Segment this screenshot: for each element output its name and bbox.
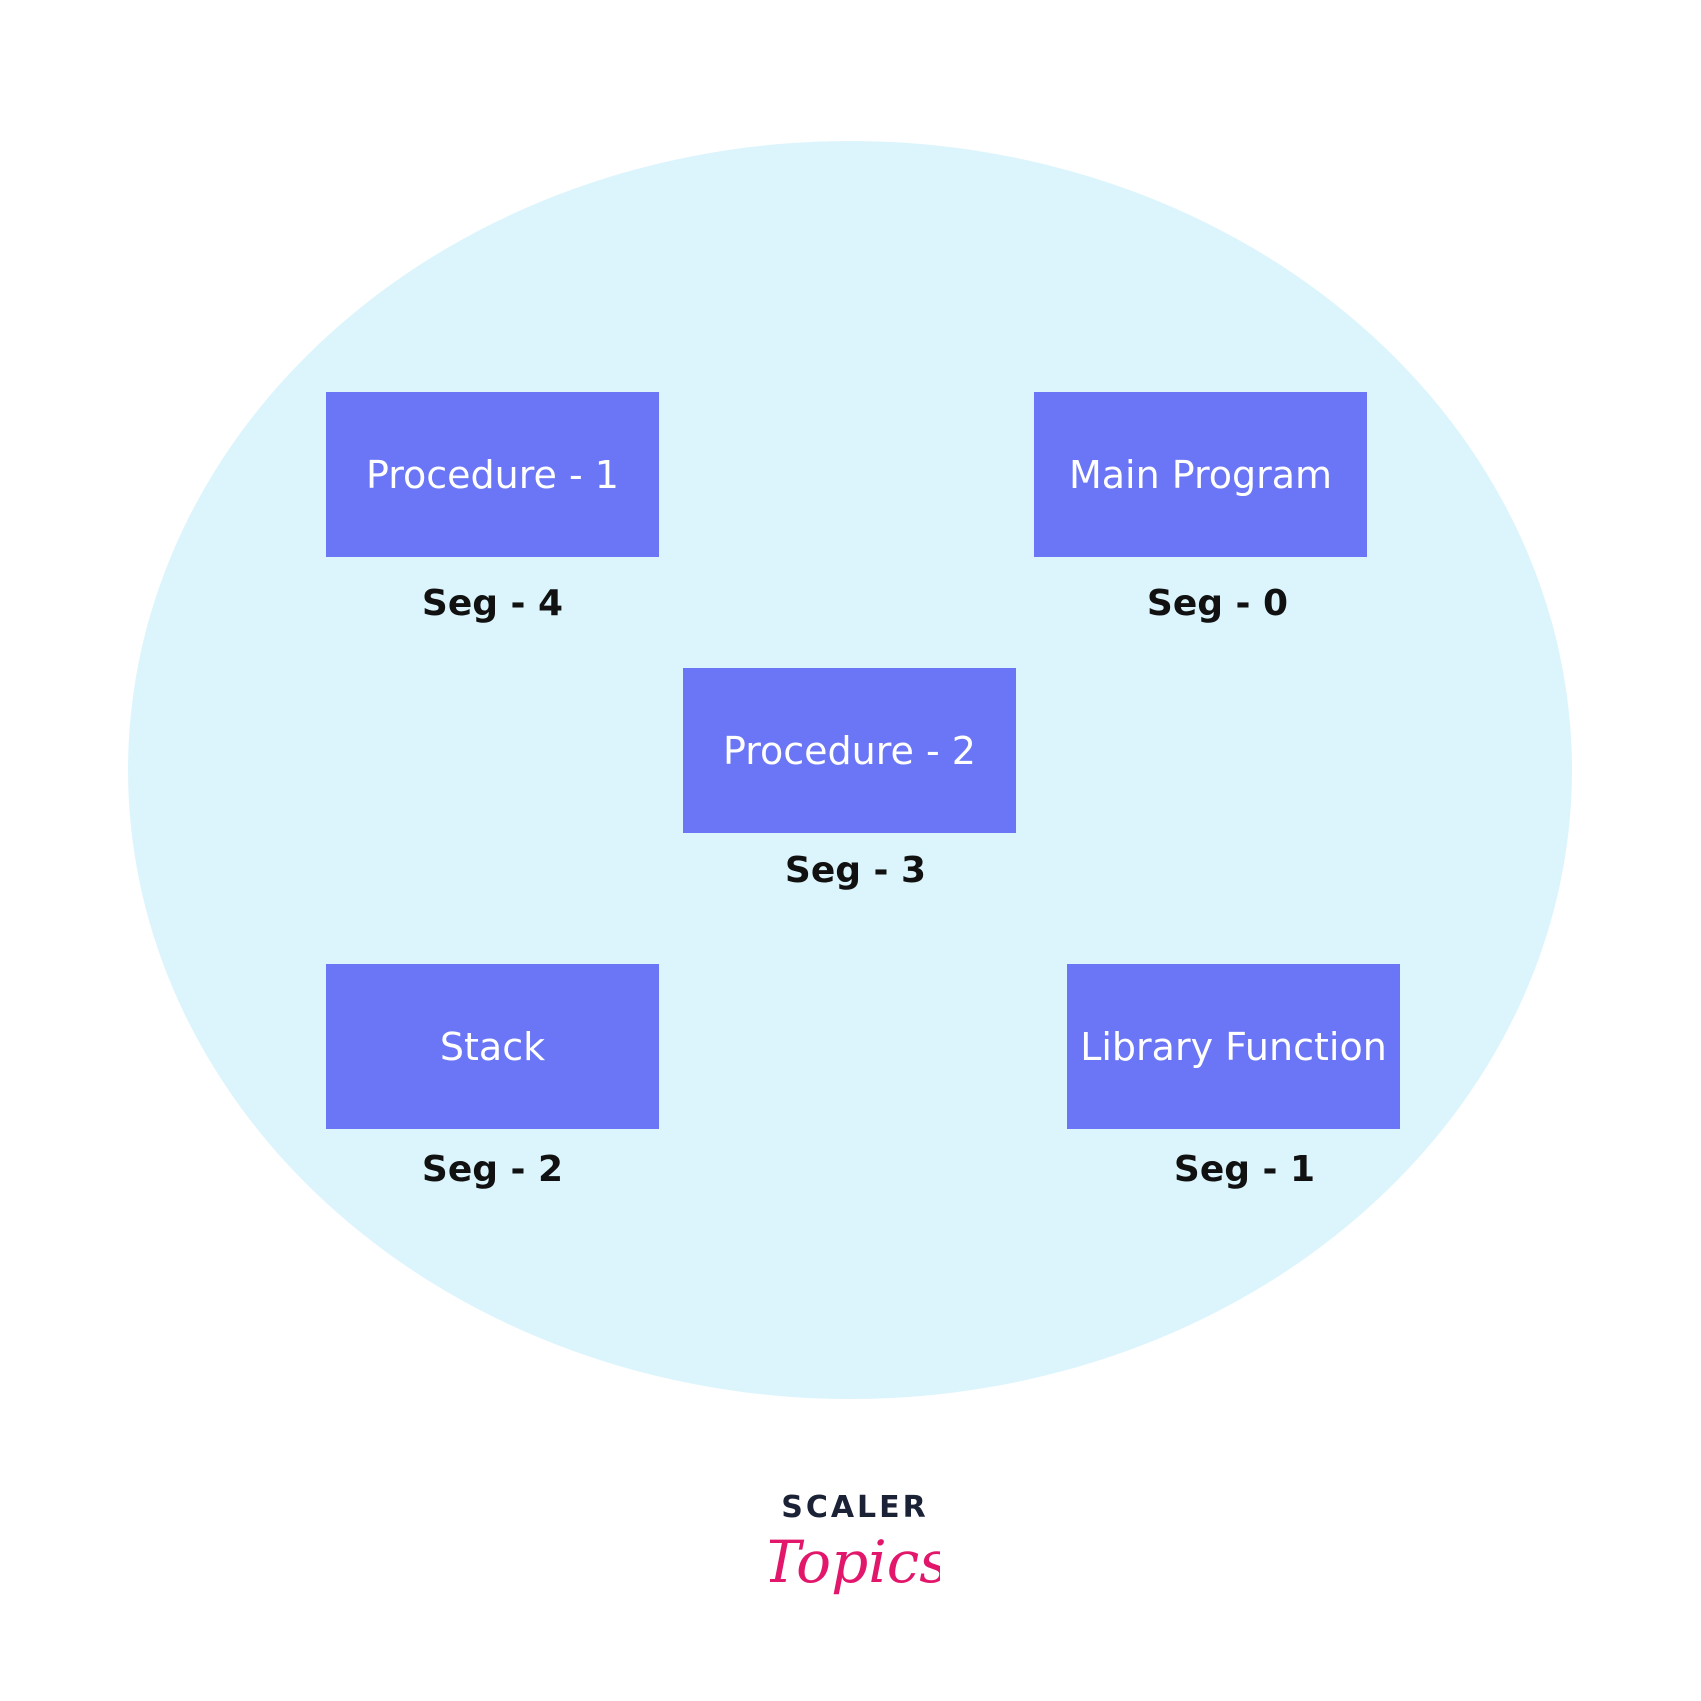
segment-box-label: Stack bbox=[439, 1024, 546, 1069]
logo-sub-text: Topics bbox=[770, 1528, 940, 1596]
segment-box-library-function: Library Function bbox=[1067, 964, 1400, 1129]
segment-number-label: Seg - 2 bbox=[421, 1149, 564, 1190]
segment-box-procedure-1: Procedure - 1 bbox=[326, 392, 659, 557]
segment-box-main-program: Main Program bbox=[1034, 392, 1367, 557]
segment-number-label: Seg - 3 bbox=[784, 850, 927, 891]
segment-box-procedure-2: Procedure - 2 bbox=[683, 668, 1016, 833]
segment-box-label: Main Program bbox=[1068, 452, 1333, 497]
segment-box-label: Library Function bbox=[1080, 1024, 1387, 1069]
logo-topics-script: Topics bbox=[770, 1528, 940, 1596]
segment-number-label: Seg - 4 bbox=[421, 583, 564, 624]
logo-brand-text: SCALER bbox=[781, 1490, 929, 1525]
segment-number-label: Seg - 1 bbox=[1173, 1149, 1316, 1190]
scaler-topics-logo: SCALER Topics bbox=[770, 1490, 940, 1620]
segment-number-label: Seg - 0 bbox=[1146, 583, 1289, 624]
segment-box-label: Procedure - 2 bbox=[723, 728, 976, 773]
segment-box-label: Procedure - 1 bbox=[366, 452, 619, 497]
segment-box-stack: Stack bbox=[326, 964, 659, 1129]
